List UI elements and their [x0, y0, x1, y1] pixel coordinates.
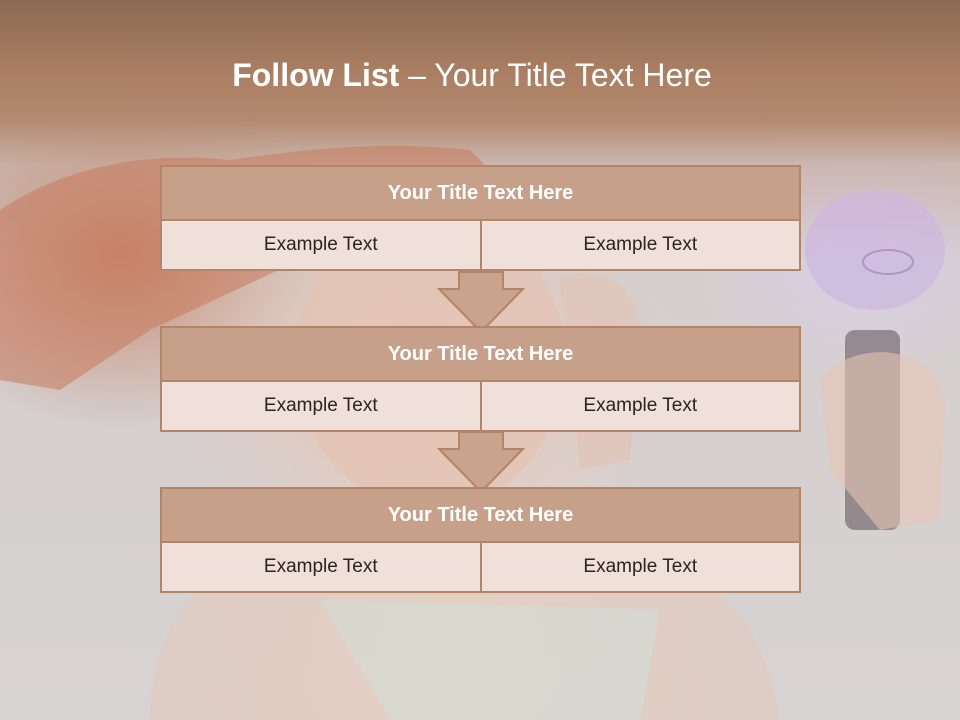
step-box-3: Your Title Text Here Example Text Exampl…: [160, 487, 801, 593]
step-box-1: Your Title Text Here Example Text Exampl…: [160, 165, 801, 271]
step-2-left-text: Example Text: [160, 382, 482, 432]
down-arrow-1: [437, 271, 525, 333]
step-box-2: Your Title Text Here Example Text Exampl…: [160, 326, 801, 432]
down-arrow-2: [437, 431, 525, 493]
step-title-3: Your Title Text Here: [160, 487, 801, 543]
step-title-2: Your Title Text Here: [160, 326, 801, 382]
step-1-right-text: Example Text: [481, 221, 801, 271]
slide-title-rest: – Your Title Text Here: [399, 57, 712, 93]
step-row-3: Example Text Example Text: [160, 543, 801, 593]
step-2-right-text: Example Text: [481, 382, 801, 432]
step-row-2: Example Text Example Text: [160, 382, 801, 432]
step-row-1: Example Text Example Text: [160, 221, 801, 271]
step-3-left-text: Example Text: [160, 543, 482, 593]
slide-title-bold: Follow List: [232, 57, 400, 93]
step-3-right-text: Example Text: [481, 543, 801, 593]
step-1-left-text: Example Text: [160, 221, 482, 271]
slide-title: Follow List – Your Title Text Here: [0, 52, 944, 98]
step-title-1: Your Title Text Here: [160, 165, 801, 221]
